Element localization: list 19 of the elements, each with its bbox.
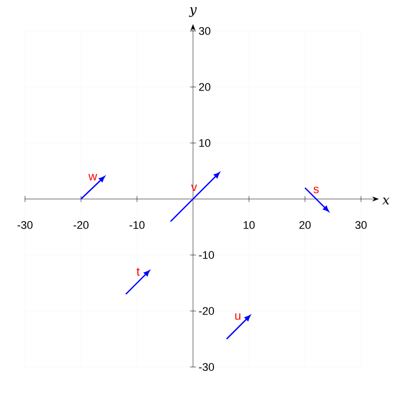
tick-label: -10 <box>199 251 214 259</box>
vector-label: u <box>235 313 240 320</box>
tick-label: 20 <box>299 221 311 229</box>
vector-label: v <box>191 184 198 191</box>
tick-label: 30 <box>198 27 210 35</box>
tick-label: -20 <box>199 307 214 315</box>
tick-label: 30 <box>355 221 367 229</box>
tick-label: -10 <box>130 221 144 229</box>
tick-label: 10 <box>244 221 255 229</box>
tick-label: 20 <box>199 83 210 91</box>
axis-label: x <box>382 198 390 204</box>
vector-label: t <box>136 268 140 276</box>
tick-label: -30 <box>199 363 214 371</box>
tick-label: -30 <box>18 221 32 229</box>
axis-label: y <box>188 7 197 17</box>
vector-label: s <box>314 186 319 194</box>
tick-label: 10 <box>199 139 210 147</box>
tick-label: -20 <box>74 221 88 229</box>
vector-label: w <box>88 174 98 180</box>
